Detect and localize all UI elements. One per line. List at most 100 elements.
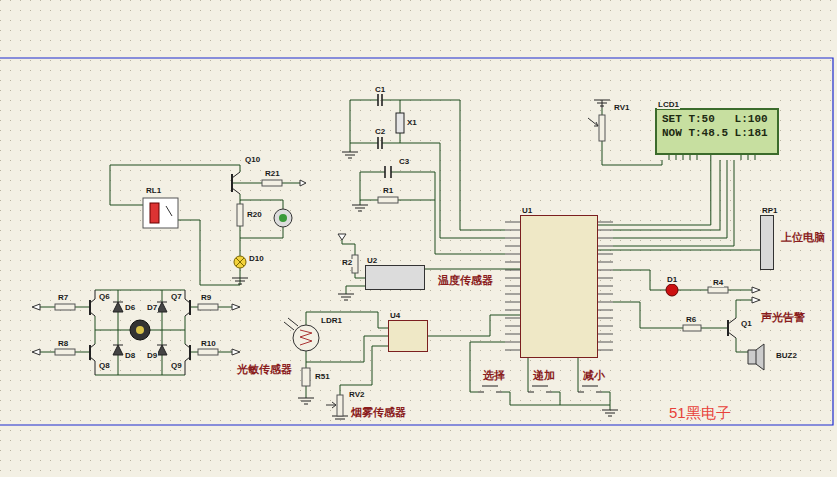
diode-symbol	[113, 302, 167, 355]
resistor-symbol	[237, 204, 243, 226]
annotation-label: 温度传感器	[437, 275, 494, 286]
part-label: Q10	[244, 156, 261, 164]
resistor-symbol	[198, 349, 218, 355]
lamp-symbol	[234, 256, 246, 268]
transistor-symbol	[90, 300, 190, 360]
pin-stub	[598, 230, 613, 231]
pin-stub	[598, 278, 613, 279]
pin-stub	[598, 342, 613, 343]
part-label: R6	[685, 316, 697, 324]
ground-symbol	[352, 205, 368, 211]
part-label: D9	[146, 352, 158, 360]
pin-stub	[598, 294, 613, 295]
pin-stub	[598, 302, 613, 303]
sheet-border	[0, 58, 833, 425]
ground-symbol	[298, 398, 314, 404]
watermark: 51黑电子	[668, 405, 732, 420]
resistor-pack: RP1	[760, 215, 774, 270]
pin-stub	[505, 326, 520, 327]
push-button	[478, 386, 602, 392]
annotation-label: 声光告警	[760, 312, 806, 323]
pin-stub	[505, 318, 520, 319]
part-label: C3	[398, 158, 410, 166]
part-label: D8	[124, 352, 136, 360]
part-label: LDR1	[320, 317, 343, 325]
pin-stub	[598, 246, 613, 247]
ground-symbol	[602, 410, 618, 416]
part-label: Q8	[98, 362, 111, 370]
part-label: R4	[712, 279, 724, 287]
part-label: X1	[406, 119, 418, 127]
light-arrows	[284, 318, 298, 330]
part-label: R1	[382, 187, 394, 195]
ground-symbol	[232, 278, 248, 284]
part-label: D6	[124, 304, 136, 312]
transistor-symbol	[727, 320, 729, 336]
pin-stub	[505, 270, 520, 271]
diode-symbol	[113, 302, 167, 312]
ldr-symbol	[300, 330, 312, 345]
pin-stub	[505, 254, 520, 255]
part-label: R51	[314, 373, 331, 381]
transistor-symbol	[90, 172, 736, 375]
transistor-symbol	[728, 318, 736, 338]
wire	[350, 100, 505, 238]
relay-coil	[150, 203, 159, 223]
wire	[110, 165, 300, 285]
wire	[306, 312, 388, 398]
wire	[95, 290, 185, 375]
wire	[598, 155, 711, 225]
part-label: Q9	[170, 362, 183, 370]
part-label: C1	[374, 86, 386, 94]
pin-stub	[505, 342, 520, 343]
ground-symbol	[338, 294, 354, 300]
annotation-label: 光敏传感器	[236, 364, 293, 375]
annotation-label: 上位电脑	[780, 232, 826, 243]
wire	[342, 240, 365, 294]
part-reference: U1	[521, 207, 533, 215]
resistor-symbol	[683, 325, 701, 331]
wire	[428, 315, 520, 336]
pin-stub	[505, 310, 520, 311]
part-label: D1	[666, 276, 678, 284]
part-reference: U2	[366, 257, 378, 265]
pin-stub	[505, 286, 520, 287]
wire	[360, 172, 505, 254]
part-label: Q1	[740, 320, 753, 328]
part-label: RL1	[145, 187, 162, 195]
relay-contact	[166, 206, 172, 216]
part-label: BUZ2	[775, 352, 798, 360]
annotation-label: 减小	[582, 370, 606, 381]
capacitor-symbol	[378, 94, 391, 178]
potentiometer-wiper	[326, 402, 336, 408]
relay-symbol	[143, 198, 178, 228]
ground-symbol	[232, 100, 618, 419]
resistor-symbol	[337, 395, 343, 416]
resistor-symbol	[302, 368, 310, 386]
part-label: R7	[57, 294, 69, 302]
lamp-symbol	[236, 258, 244, 266]
pin-stub	[505, 334, 520, 335]
part-label: C2	[374, 128, 386, 136]
wire	[118, 290, 162, 375]
part-label: R21	[264, 170, 281, 178]
crystal-symbol	[396, 113, 404, 133]
wire	[425, 269, 520, 270]
pin-stub	[598, 318, 613, 319]
led-symbol	[666, 284, 678, 296]
part-label: R10	[200, 340, 217, 348]
motor-symbol	[136, 326, 144, 334]
part-label: Q7	[170, 293, 183, 301]
pin-stub	[598, 326, 613, 327]
pin-stub	[598, 286, 613, 287]
resistor-symbol	[55, 349, 75, 355]
lcd-text-line: SET T:50 L:100	[662, 113, 768, 127]
annotation-label: 烟雾传感器	[350, 407, 407, 418]
ground-symbol	[594, 100, 610, 108]
part-label: R2	[341, 259, 353, 267]
part-label: D7	[146, 304, 158, 312]
wire	[40, 307, 232, 352]
diode-symbol	[113, 345, 167, 355]
